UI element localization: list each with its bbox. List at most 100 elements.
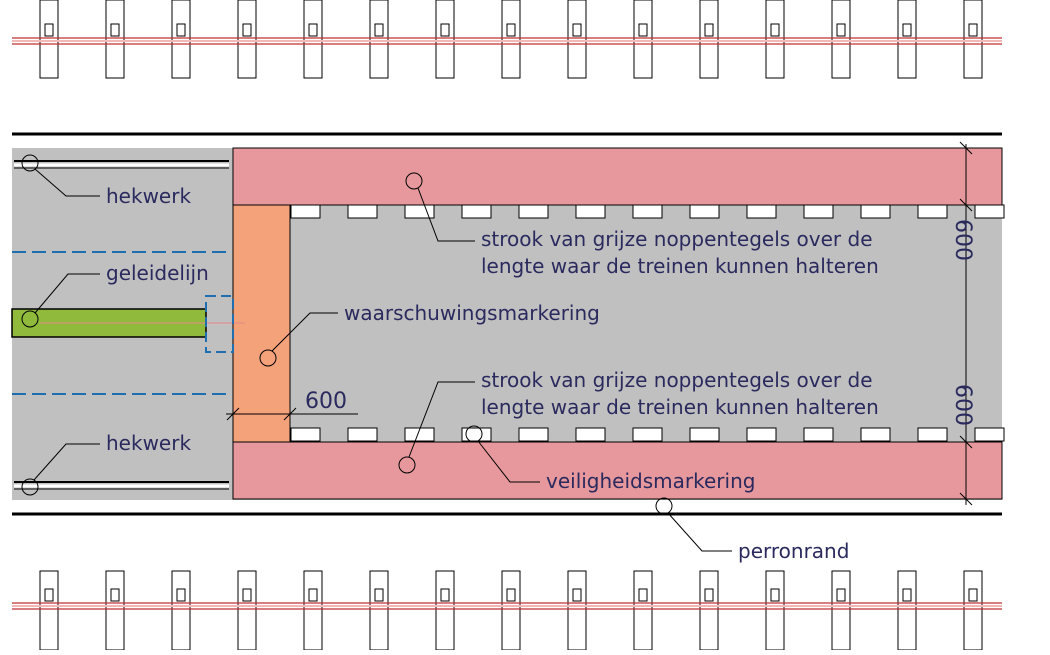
tactile-tile: [404, 204, 435, 219]
rail-clip: [176, 588, 186, 602]
tactile-tiles-top: [290, 204, 1005, 219]
tactile-tile: [347, 204, 378, 219]
rail-clip: [110, 23, 120, 37]
sleeper: [699, 570, 719, 651]
sleeper: [303, 0, 323, 79]
safety-marking-top: [232, 147, 1003, 206]
sleeper: [567, 570, 587, 651]
label-fence-bottom: hekwerk: [106, 431, 191, 455]
tactile-tile: [290, 204, 321, 219]
sleeper: [831, 0, 851, 79]
tactile-tile: [632, 427, 663, 442]
sleeper: [633, 570, 653, 651]
sleeper: [369, 0, 389, 79]
rail-clip: [242, 23, 252, 37]
sleeper: [501, 570, 521, 651]
tactile-tile: [746, 204, 777, 219]
tactile-tile: [689, 204, 720, 219]
sleeper: [303, 570, 323, 651]
label-tiles-top-line2: lengte waar de treinen kunnen halteren: [481, 254, 879, 278]
rail-clip: [440, 588, 450, 602]
rail-clip: [308, 23, 318, 37]
rail-clip: [638, 588, 648, 602]
rail-clip: [44, 588, 54, 602]
tactile-tiles-bottom: [290, 427, 1005, 442]
sleeper: [39, 570, 59, 651]
sleeper: [765, 570, 785, 651]
tactile-tile: [803, 427, 834, 442]
tactile-tile: [290, 427, 321, 442]
tactile-tile: [632, 204, 663, 219]
rail-clip: [704, 23, 714, 37]
rail-clip: [638, 23, 648, 37]
label-guide-line: geleidelijn: [106, 261, 209, 285]
sleeper: [369, 570, 389, 651]
tactile-tile: [689, 427, 720, 442]
tactile-tile: [461, 204, 492, 219]
label-tiles-top-line1: strook van grijze noppentegels over de: [481, 227, 873, 251]
fence-top: [14, 160, 229, 169]
rail-clip: [176, 23, 186, 37]
tactile-tile: [917, 427, 948, 442]
tactile-tile: [461, 427, 492, 442]
rail-clip: [242, 588, 252, 602]
rail-clip: [968, 588, 978, 602]
label-safety-marking: veiligheidsmarkering: [546, 469, 755, 493]
fence-bottom: [14, 481, 229, 490]
sleeper: [963, 0, 983, 79]
tactile-tile: [518, 427, 549, 442]
rail-clip: [506, 23, 516, 37]
sleeper: [105, 570, 125, 651]
sleeper: [237, 0, 257, 79]
dimension-label-warning-width: 600: [305, 389, 347, 414]
safety-marking-bottom: [232, 441, 1003, 500]
rail-clip: [836, 588, 846, 602]
label-warning-marking: waarschuwingsmarkering: [344, 301, 600, 325]
sleeper: [699, 0, 719, 79]
tactile-tile: [974, 204, 1005, 219]
rail-clip: [836, 23, 846, 37]
sleeper: [897, 0, 917, 79]
sleeper: [765, 0, 785, 79]
tactile-tile: [974, 427, 1005, 442]
sleeper: [435, 570, 455, 651]
sleeper: [633, 0, 653, 79]
rail-clip: [572, 588, 582, 602]
rail-clip: [308, 588, 318, 602]
rail-clip: [110, 588, 120, 602]
rail-clip: [44, 23, 54, 37]
tactile-tile: [575, 204, 606, 219]
sleeper: [567, 0, 587, 79]
tactile-tile: [917, 204, 948, 219]
rail-clip: [770, 23, 780, 37]
label-platform-edge: perronrand: [738, 539, 849, 563]
dimension-label-top-strip: 600: [950, 219, 975, 261]
dimension-warning-width: [226, 407, 358, 421]
rail-clip: [902, 23, 912, 37]
railway-track-top: [12, 0, 1002, 79]
rail-clip: [770, 588, 780, 602]
rail-clip: [968, 23, 978, 37]
tactile-tile: [860, 427, 891, 442]
label-tiles-bottom-line2: lengte waar de treinen kunnen halteren: [481, 395, 879, 419]
rail-clip: [902, 588, 912, 602]
tactile-tile: [803, 204, 834, 219]
rail-clip: [704, 588, 714, 602]
tactile-tile: [518, 204, 549, 219]
rail-clip: [374, 588, 384, 602]
rail-clip: [506, 588, 516, 602]
rail-clip: [440, 23, 450, 37]
guide-line-end-box: [205, 295, 234, 353]
sleeper: [171, 0, 191, 79]
sleeper: [963, 570, 983, 651]
rail-clip: [572, 23, 582, 37]
sleeper: [897, 570, 917, 651]
sleeper: [39, 0, 59, 79]
label-tiles-bottom-line1: strook van grijze noppentegels over de: [481, 368, 873, 392]
sleeper: [105, 0, 125, 79]
sleeper: [237, 570, 257, 651]
railway-track-bottom: [12, 570, 1002, 651]
tactile-tile: [860, 204, 891, 219]
